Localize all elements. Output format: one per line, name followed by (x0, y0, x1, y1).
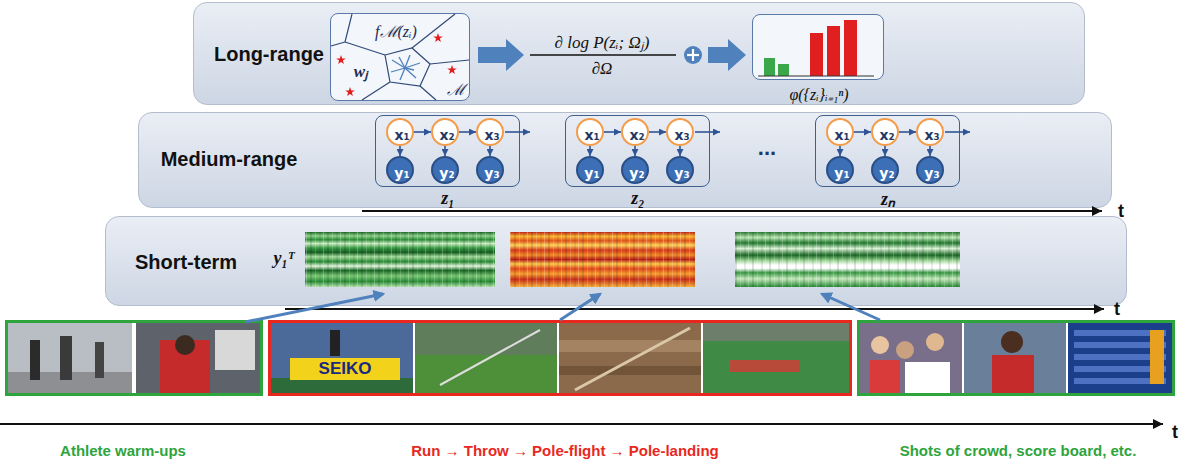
segment-caption: Run → Throw → Pole-flight → Pole-landing (411, 442, 718, 459)
observation-label: y₃ (484, 165, 499, 181)
state-transition-arrow (604, 131, 621, 133)
hidden-state-circle: x₁ (576, 118, 604, 146)
voronoi-box: fℳ(zᵢ) wⱼℳ (330, 13, 470, 101)
observation-label: y₂ (879, 165, 894, 181)
math-label: ℳ (447, 78, 465, 100)
band-label: Medium-range (161, 148, 298, 171)
state-label: x₁ (394, 127, 409, 143)
hmm-box: z₁x₁x₂x₃y₁y₂y₃ (375, 115, 520, 187)
segment-caption: Athlete warm-ups (60, 442, 186, 459)
hidden-state-circle: x₂ (621, 118, 649, 146)
range-band: Long-range fℳ(zᵢ) wⱼℳφ({zᵢ}ᵢ₌₁ⁿ) (193, 2, 1085, 105)
observation-circle: y₂ (871, 156, 899, 184)
state-transition-arrow (884, 146, 886, 156)
observation-circle: y₃ (666, 156, 694, 184)
observation-label: y₃ (924, 165, 939, 181)
state-transition-arrow (679, 146, 681, 156)
state-transition-arrow (839, 146, 841, 156)
observation-circle: y₃ (916, 156, 944, 184)
observation-circle: y₁ (386, 156, 414, 184)
hidden-state-circle: x₁ (826, 118, 854, 146)
hmm-box: zₙx₁x₂x₃y₁y₂y₃ (815, 115, 960, 187)
state-label: x₂ (629, 127, 644, 143)
sequence-label: z₂ (631, 188, 644, 209)
formula-text: ∂Ω (592, 59, 613, 79)
axis-label: t (1114, 299, 1120, 320)
band-label: Short-term (135, 251, 237, 274)
band-label: Long-range (214, 43, 324, 66)
math-label: fℳ(zᵢ) (375, 20, 417, 42)
observation-circle: y₂ (431, 156, 459, 184)
observation-label: y₃ (674, 165, 689, 181)
observation-label: y₂ (629, 165, 644, 181)
state-transition-arrow (444, 146, 446, 156)
state-label: x₃ (484, 127, 499, 143)
state-transition-arrow (399, 146, 401, 156)
observation-label: y₂ (439, 165, 454, 181)
hmm-box: z₂x₁x₂x₃y₁y₂y₃ (565, 115, 710, 187)
state-transition-arrow (929, 146, 931, 156)
hidden-state-circle: x₃ (916, 118, 944, 146)
axis-label: t (1118, 201, 1124, 222)
state-label: x₁ (584, 127, 599, 143)
state-transition-arrow (899, 131, 916, 133)
observation-label: y₁ (584, 165, 599, 181)
observation-label: y₁ (834, 165, 849, 181)
state-transition-arrow (634, 146, 636, 156)
math-label: wⱼ (354, 59, 368, 82)
hidden-state-circle: x₂ (431, 118, 459, 146)
ellipsis-label: ... (758, 135, 776, 161)
observation-circle: y₁ (576, 156, 604, 184)
observation-circle: y₁ (826, 156, 854, 184)
banner-text: SEIKO (319, 359, 372, 379)
observation-label: y₁ (394, 165, 409, 181)
axis-label: t (1172, 422, 1178, 443)
state-transition-arrow (589, 146, 591, 156)
range-band: Medium-range z₁ x₁ x₂ x₃ y₁ y₂ y₃ z₂ x₁ x₂ x₃ y₁ y₂ y₃… (138, 112, 1112, 208)
hidden-state-circle: x₃ (476, 118, 504, 146)
hidden-state-circle: x₁ (386, 118, 414, 146)
hidden-state-circle: x₃ (666, 118, 694, 146)
state-transition-arrow (459, 131, 476, 133)
state-label: x₃ (924, 127, 939, 143)
hidden-state-circle: x₂ (871, 118, 899, 146)
state-transition-arrow (414, 131, 431, 133)
state-transition-arrow (489, 146, 491, 156)
segment-caption: Shots of crowd, score board, etc. (900, 442, 1137, 459)
state-transition-arrow (649, 131, 666, 133)
state-label: x₂ (879, 127, 894, 143)
math-label: φ({zᵢ}ᵢ₌₁ⁿ) (789, 83, 848, 105)
feature-label: y₁ᵀ (274, 248, 295, 269)
observation-circle: y₃ (476, 156, 504, 184)
state-label: x₁ (834, 127, 849, 143)
state-transition-arrow (854, 131, 871, 133)
formula-text: ∂ log P(zᵢ; Ωⱼ) (555, 30, 650, 53)
sequence-label: zₙ (881, 186, 895, 210)
state-label: x₃ (674, 127, 689, 143)
state-label: x₂ (439, 127, 454, 143)
sequence-label: z₁ (441, 188, 454, 209)
observation-circle: y₂ (621, 156, 649, 184)
